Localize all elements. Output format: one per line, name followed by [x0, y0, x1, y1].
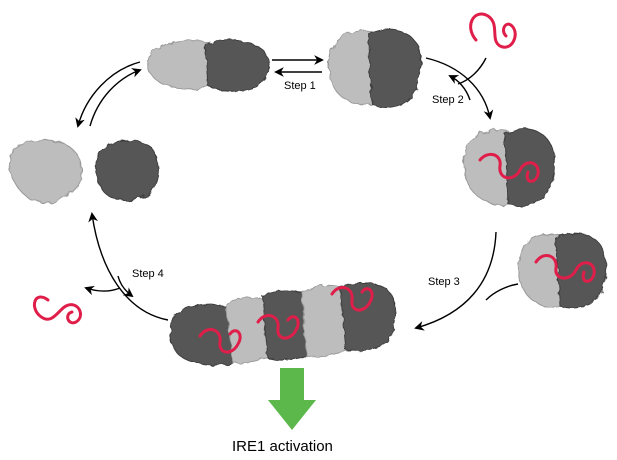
activation-arrow-icon: [268, 368, 316, 430]
protein-dark-subunit: [367, 28, 422, 108]
step3-arrow: [414, 231, 497, 331]
activation-label: IRE1 activation: [232, 438, 333, 455]
step4-arrow: [88, 212, 169, 321]
step4-label: Step 4: [132, 268, 164, 280]
protein-light-subunit: [9, 139, 83, 203]
cycle-arrows: [75, 55, 519, 331]
bound-peptide-lower-right: [534, 253, 596, 283]
protein-light-subunit: [147, 39, 215, 90]
step2-reverse-arrow: [448, 75, 471, 101]
protein-dark-subunit: [555, 232, 607, 309]
dimer-peptide-bound-right: [463, 128, 555, 207]
protein-light-subunit: [518, 233, 567, 308]
dimer-top-left: [147, 39, 269, 92]
protein-light-subunit: [463, 129, 516, 206]
protein-dark-subunit: [504, 128, 555, 207]
step4-peptide-out: [84, 285, 121, 296]
free-peptide-top-right: [469, 12, 517, 49]
bound-peptide-olig-1: [198, 327, 242, 354]
monomer-light-left: [9, 139, 83, 203]
bound-peptide-olig-3: [330, 285, 374, 312]
protein-dark-subunit: [169, 304, 237, 366]
peptides: [32, 12, 596, 354]
dimer-peptide-bound-lower-right: [518, 232, 607, 309]
free-peptide-bottom-left: [32, 295, 82, 325]
dimer-top-right: [329, 28, 422, 108]
dimer-dissociation-arrow: [75, 61, 141, 128]
protein-dark-subunit: [204, 39, 269, 92]
oligomer-activated: [169, 282, 396, 366]
step2-label: Step 2: [432, 94, 464, 106]
bound-peptide-right: [478, 152, 540, 183]
step3-dimer-in: [485, 283, 519, 301]
step2-peptide-in: [457, 57, 487, 85]
dimer-association-arrow: [89, 68, 142, 127]
monomer-dark-left: [95, 140, 159, 201]
step2-arrow: [425, 57, 494, 120]
protein-light-subunit: [329, 29, 379, 106]
step4-peptide-back: [117, 275, 134, 298]
protein-dark-subunit: [95, 140, 159, 201]
protein-dark-subunit: [339, 282, 396, 352]
step3-label: Step 3: [428, 276, 460, 288]
step1-label: Step 1: [284, 80, 316, 92]
bound-peptide-olig-2: [256, 313, 300, 340]
